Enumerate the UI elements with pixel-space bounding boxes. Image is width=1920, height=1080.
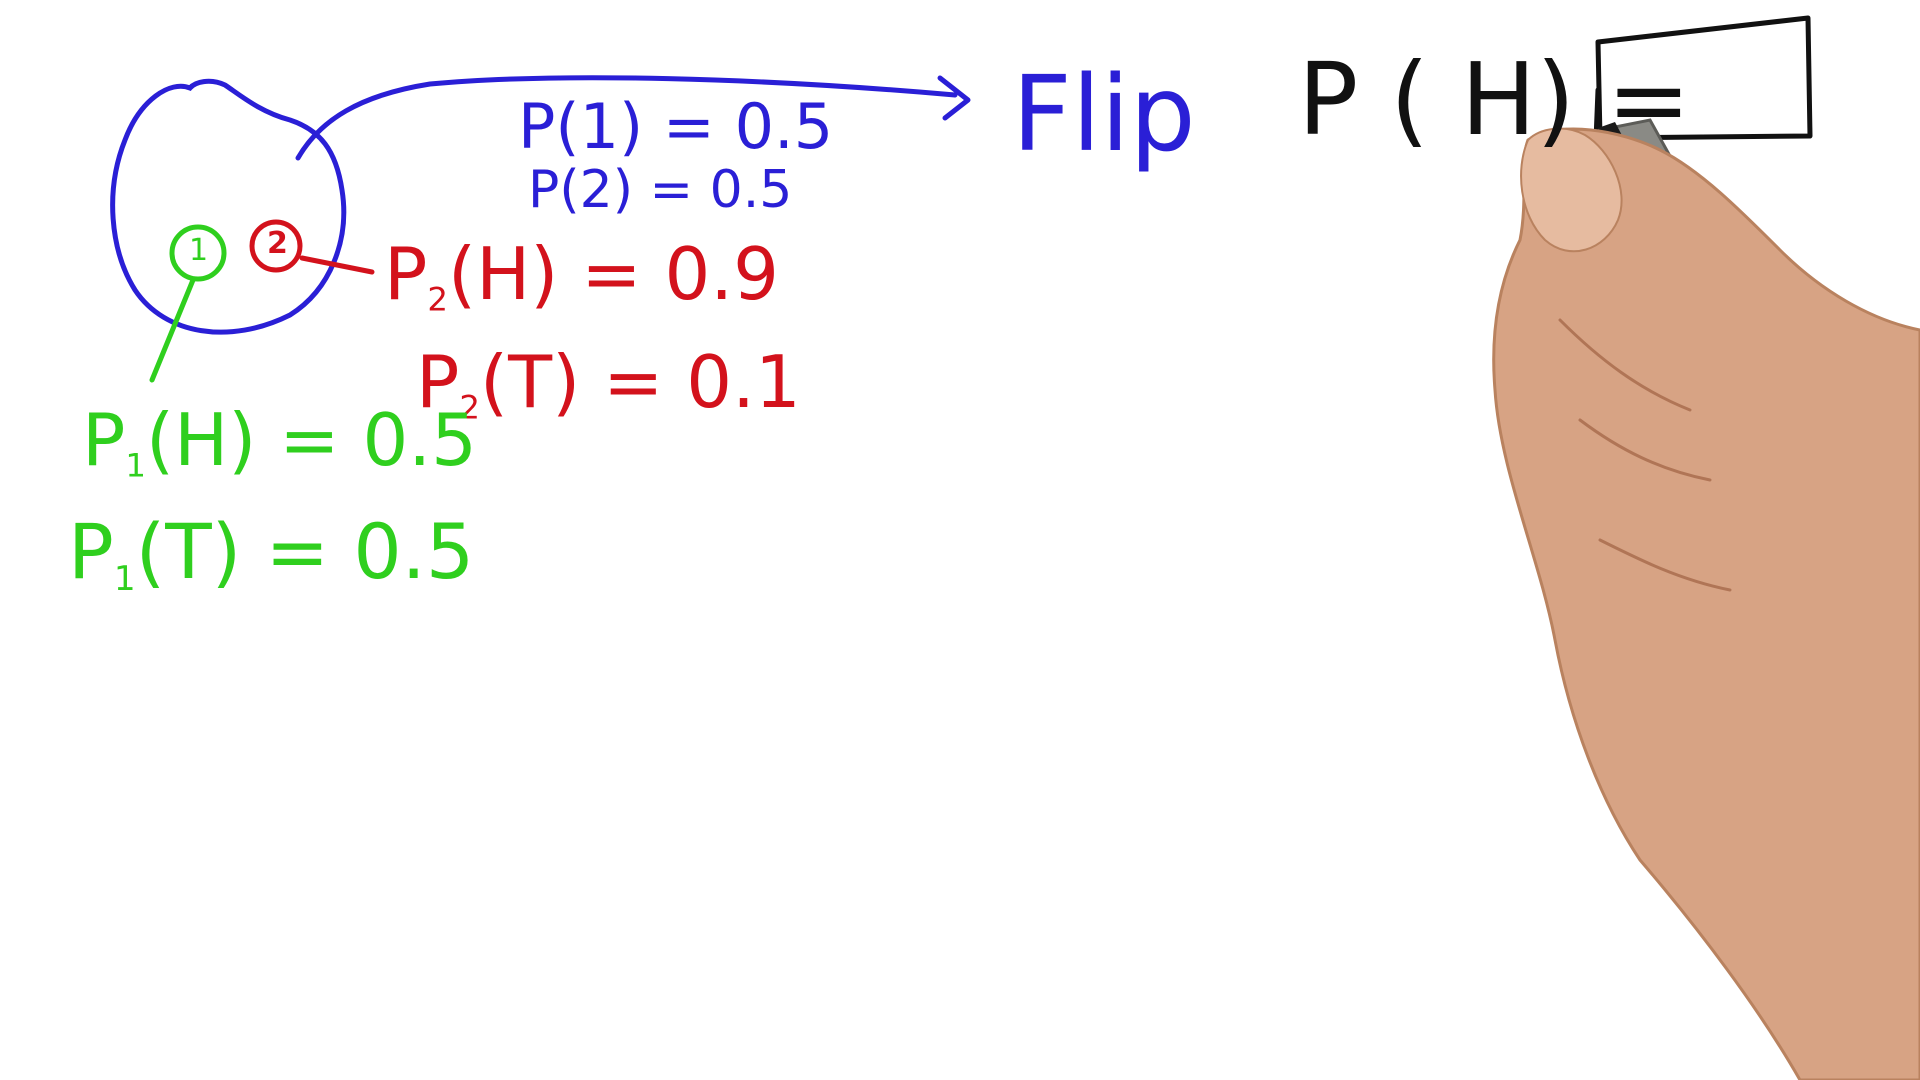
coin-1-heads-rest: (H) = 0.5 [146,398,477,482]
coin-1-icon [169,224,227,282]
prob-coin-1-text: P(1) = 0.5 [518,90,834,163]
bag-outline [110,78,347,335]
coin-1-heads-prefix: P [82,398,126,482]
coin-1-tails-sub: 1 [113,558,136,599]
green-connector-line [149,277,196,383]
red-connector-line [299,255,375,275]
coin-1-heads-prob: P1(H) = 0.5 [82,404,477,482]
question-label: P ( H) = [1298,41,1691,158]
arrow-head-icon [937,75,971,121]
coin-2-heads-prob: P2(H) = 0.9 [384,238,779,316]
coin-1-tails-rest: (T) = 0.5 [135,507,475,596]
coin-2-icon [249,219,303,273]
prob-coin-2-text: P(2) = 0.5 [528,160,793,220]
coin-2-heads-prefix: P [384,232,428,316]
coin-2-tails-prob: P2(T) = 0.1 [416,346,801,424]
curved-arrow-icon [295,75,958,161]
coin-1-heads-sub: 1 [125,446,147,485]
coin-1-tails-prefix: P [68,507,114,596]
coin-2-tails-rest: (T) = 0.1 [480,340,801,424]
flip-label: Flip [1012,53,1196,175]
coin-2-label: 2 [267,226,288,261]
coin-2-tails-sub: 2 [459,388,481,427]
coin-2-tails-prefix: P [416,340,460,424]
coin-1-tails-prob: P1(T) = 0.5 [68,514,474,599]
hand-holding-marker-icon [1492,118,1920,1080]
coin-2-heads-sub: 2 [427,280,449,319]
coin-1-label: 1 [189,233,209,268]
coin-2-heads-rest: (H) = 0.9 [448,232,779,316]
